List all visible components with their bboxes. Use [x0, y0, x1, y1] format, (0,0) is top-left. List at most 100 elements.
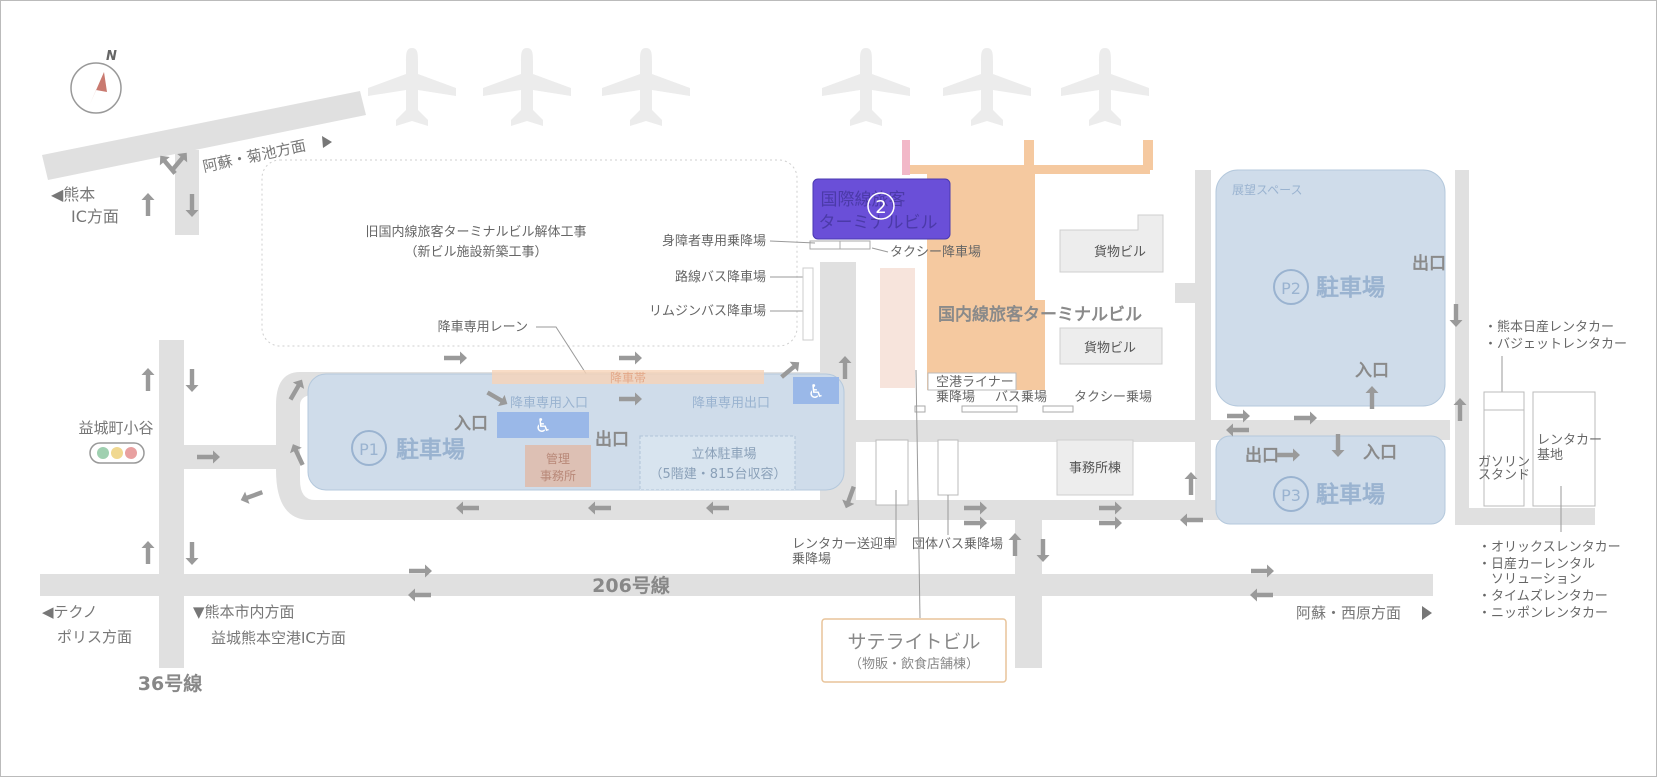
- road-route206: [40, 574, 1433, 596]
- cargo-building-2: 貨物ビル: [1059, 327, 1163, 365]
- parking-p2[interactable]: 展望スペース P2 駐車場 入口: [1215, 169, 1446, 407]
- drop-zone-label: 降車帯: [610, 371, 646, 385]
- route206-label: 206号線: [592, 574, 670, 597]
- traffic-arrow-icon: [780, 361, 800, 379]
- p2-exit-label: 出口: [1412, 253, 1446, 274]
- satellite-title: サテライトビル: [847, 631, 980, 653]
- multi-storey-label-2: （5階建・815台収容）: [649, 466, 786, 482]
- intl-terminal[interactable]: 国際線旅客 ターミナルビル 2: [812, 178, 951, 240]
- road-west-link: [180, 445, 280, 469]
- traffic-arrow-icon: [141, 368, 155, 391]
- traffic-arrow-icon: [1099, 501, 1122, 515]
- road-east-1: [1195, 170, 1211, 520]
- traffic-arrow-icon: [456, 501, 479, 515]
- airport-liner-label: 空港ライナー: [936, 375, 1014, 390]
- techno-label-2: ポリス方面: [57, 628, 132, 646]
- svg-text:レンタカー: レンタカー: [1537, 433, 1602, 448]
- p1-exit-label: 出口: [595, 429, 629, 450]
- svg-text:基地: 基地: [1537, 448, 1563, 463]
- road-east-2: [1455, 170, 1469, 525]
- map-marker-number: 2: [875, 197, 886, 218]
- traffic-arrow-icon: [486, 390, 508, 407]
- airplane-icon: [483, 48, 571, 126]
- traffic-arrow-icon: [1277, 448, 1300, 462]
- rental-south-1: ・オリックスレンタカー: [1478, 540, 1621, 555]
- traffic-arrow-icon: [185, 369, 199, 392]
- route-bus-drop-label: 路線バス降車場: [675, 269, 766, 285]
- taxi-drop-label: タクシー降車場: [890, 245, 981, 260]
- rental-north-2: ・バジェットレンタカー: [1484, 337, 1627, 352]
- p2-entrance-label: 入口: [1355, 361, 1389, 381]
- traffic-signal-icon: [89, 442, 145, 464]
- p3-label: 駐車場: [1316, 481, 1385, 508]
- svg-text:スタンド: スタンド: [1478, 468, 1530, 483]
- traffic-arrow-icon: [1180, 513, 1203, 527]
- traffic-arrow-icon: [1251, 564, 1274, 578]
- kumamoto-ic-label-1: ◀熊本: [51, 185, 95, 204]
- bus-pickup-label: バス乗場: [995, 390, 1047, 405]
- satellite-subtitle: （物販・飲食店舗棟）: [849, 656, 979, 672]
- traffic-arrow-icon: [1294, 411, 1317, 425]
- svg-text:ガソリン: ガソリン: [1478, 455, 1530, 470]
- rental-north-1: ・熊本日産レンタカー: [1484, 319, 1614, 335]
- road-east-stub: [1175, 283, 1199, 303]
- multi-storey-label-1: 立体駐車場: [691, 447, 756, 462]
- p3-exit-label: 出口: [1245, 445, 1279, 466]
- traffic-arrow-icon: [1365, 386, 1379, 409]
- rental-south-3: ソリューション: [1478, 572, 1582, 587]
- traffic-arrow-icon: [185, 194, 199, 217]
- p2-label: 駐車場: [1316, 274, 1385, 301]
- traffic-arrow-icon: [1008, 533, 1022, 556]
- aso-nishihara-label: 阿蘇・西原方面: [1296, 604, 1401, 622]
- traffic-arrow-icon: [619, 392, 642, 406]
- svg-text:貨物ビル: 貨物ビル: [1084, 340, 1136, 356]
- traffic-arrow-icon: [1227, 409, 1250, 423]
- road-south-exit: [1015, 520, 1042, 668]
- rental-base: レンタカー 基地: [1532, 391, 1602, 507]
- airplane-icon: [943, 48, 1031, 126]
- route36-label: 36号線: [138, 672, 202, 695]
- parking-p3[interactable]: 出口 入口 P3 駐車場: [1215, 435, 1446, 525]
- p1-label: 駐車場: [396, 436, 465, 463]
- traffic-arrow-icon: [288, 379, 305, 401]
- svg-text:貨物ビル: 貨物ビル: [1094, 244, 1146, 260]
- construction-label-2: （新ビル施設新築工事）: [404, 244, 547, 260]
- domestic-terminal-label: 国内線旅客ターミナルビル: [938, 304, 1142, 325]
- rental-south-5: ・ニッポンレンタカー: [1478, 606, 1608, 621]
- traffic-arrow-icon: [706, 501, 729, 515]
- p3-entrance-label: 入口: [1363, 443, 1397, 463]
- drop-entrance-label: 降車専用入口: [510, 396, 588, 411]
- p1-code: P1: [359, 440, 379, 459]
- traffic-arrow-icon: [185, 542, 199, 565]
- p3-code: P3: [1281, 486, 1301, 505]
- traffic-arrow-icon: [964, 501, 987, 515]
- map-marker-icon[interactable]: [867, 192, 895, 220]
- traffic-arrow-icon: [1036, 539, 1050, 562]
- compass-north-label: N: [106, 49, 117, 64]
- rental-shuttle-label-1: レンタカー送迎車: [792, 537, 896, 552]
- airplane-icon: [822, 48, 910, 126]
- construction-label-1: 旧国内線旅客ターミナルビル解体工事: [365, 224, 586, 240]
- techno-label-1: ◀テクノ: [42, 603, 98, 621]
- signal-label: 益城町小谷: [78, 419, 153, 437]
- traffic-arrow-icon: [1331, 434, 1345, 457]
- traffic-arrow-icon: [197, 450, 220, 464]
- traffic-arrow-icon: [1250, 588, 1273, 602]
- parking-p1[interactable]: 降車帯 P1 駐車場 入口 出口 降車専用入口 降車専用出口 ♿ 管理 事務所 …: [307, 370, 845, 491]
- traffic-arrow-icon: [289, 444, 305, 466]
- airplane-icon: [602, 48, 690, 126]
- traffic-arrow-icon: [170, 152, 188, 172]
- traffic-arrow-icon: [409, 564, 432, 578]
- p1-entrance-label: 入口: [454, 414, 488, 434]
- traffic-arrow-icon: [141, 193, 155, 216]
- pickup-label: 乗降場: [936, 390, 975, 405]
- compass-icon: N: [70, 49, 122, 114]
- traffic-arrow-icon: [838, 356, 852, 379]
- kumamoto-ic-label-2: IC方面: [71, 207, 119, 226]
- traffic-arrow-icon: [588, 501, 611, 515]
- road-route36: [159, 340, 184, 668]
- management-office-label-2: 事務所: [540, 469, 576, 483]
- satellite-building[interactable]: サテライトビル （物販・飲食店舗棟）: [821, 618, 1007, 683]
- airplane-icon: [368, 48, 456, 126]
